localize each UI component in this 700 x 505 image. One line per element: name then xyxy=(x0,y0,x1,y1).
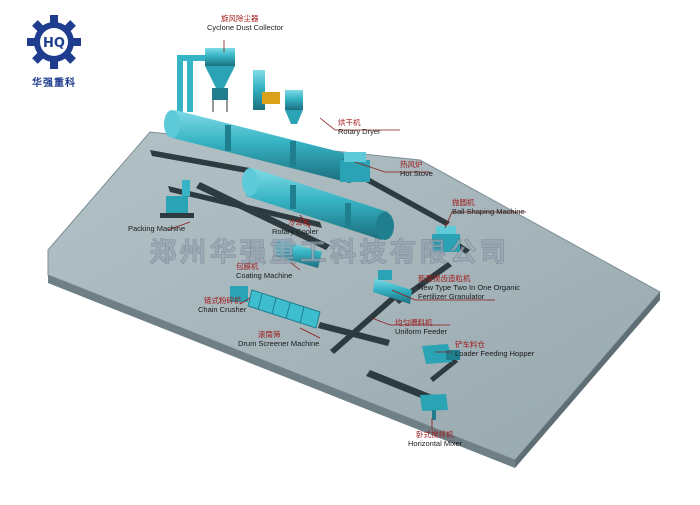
label-rotary-cooler: 冷却机 Rotary Cooler xyxy=(272,218,318,236)
label-cn: 烘干机 xyxy=(338,118,361,127)
ground-plane-side xyxy=(48,275,515,468)
logo-name: 华强重科 xyxy=(32,78,76,89)
label-en: Uniform Feeder xyxy=(395,327,448,336)
label-drum-screener: 滚筒筛 Drum Screener Machine xyxy=(238,330,319,348)
label-cn: 包膜机 xyxy=(236,262,259,271)
granulator xyxy=(373,270,412,304)
label-en: Rotary Dryer xyxy=(338,127,381,136)
label-cn: 滚筒筛 xyxy=(258,330,281,339)
label-cn: 均匀喂料机 xyxy=(395,318,433,327)
label-en-2: Fertilizer Granulator xyxy=(418,292,485,301)
label-cn: 新型搅齿造粒机 xyxy=(418,274,471,283)
label-cyclone: 旋风除尘器 Cyclone Dust Collector xyxy=(207,14,283,32)
conveyor-hopper xyxy=(430,358,458,382)
conveyor-dryer-out xyxy=(150,150,252,174)
label-en: Chain Crusher xyxy=(198,305,247,314)
cyclone-secondary xyxy=(285,90,303,124)
cyclone-dust-collector xyxy=(177,48,235,115)
label-cn: 热风炉 xyxy=(400,160,423,169)
fan-unit xyxy=(262,92,280,104)
label-packing: Packing Machine xyxy=(128,224,185,233)
drum-screener xyxy=(247,289,321,329)
ground-plane-side-right xyxy=(515,292,660,468)
label-rotary-dryer: 烘干机 Rotary Dryer xyxy=(338,118,381,136)
label-chain-crusher: 链式粉碎机 Chain Crusher xyxy=(198,296,246,314)
chain-crusher xyxy=(230,286,248,302)
label-coating: 包膜机 Coating Machine xyxy=(236,262,292,280)
label-uniform-feeder: 均匀喂料机 Uniform Feeder xyxy=(395,318,447,336)
conveyor-uniform xyxy=(330,290,402,354)
label-en: Loader Feeding Hopper xyxy=(455,349,535,358)
label-en: Horizontal Mixer xyxy=(408,439,463,448)
label-en: Drum Screener Machine xyxy=(238,339,320,348)
loader-hopper xyxy=(422,344,460,364)
label-horizontal-mixer: 卧式搅拌机 Horizontal Mixer xyxy=(408,430,462,448)
label-loader-hopper: 铲车料仓 Loader Feeding Hopper xyxy=(455,340,534,358)
label-en: Coating Machine xyxy=(236,271,293,280)
label-en: Cyclone Dust Collector xyxy=(207,23,284,32)
company-logo: HQ 华强重科 xyxy=(16,14,92,94)
label-granulator: 新型搅齿造粒机 New Type Two In One Organic Fert… xyxy=(418,274,520,301)
conveyor-cooler-feed xyxy=(366,178,450,226)
packing-machine xyxy=(160,180,194,218)
gear-icon: HQ xyxy=(27,15,81,69)
label-en: Ball Shaping Machine xyxy=(452,207,525,216)
logo-monogram: HQ xyxy=(43,36,65,51)
label-hot-stove: 热风炉 Hot Stove xyxy=(400,160,433,178)
leader-lines xyxy=(167,40,526,430)
coating-machine xyxy=(275,240,322,268)
horizontal-mixer xyxy=(420,394,448,420)
label-en: New Type Two In One Organic xyxy=(418,283,520,292)
ball-shaping-machine xyxy=(432,226,460,252)
label-cn: 旋风除尘器 xyxy=(221,14,259,23)
label-ball-shaping: 抛圆机 Ball Shaping Machine xyxy=(452,198,525,216)
label-en: Packing Machine xyxy=(128,224,186,233)
label-cn: 铲车料仓 xyxy=(455,340,485,349)
hot-stove xyxy=(340,152,370,182)
label-en: Rotary Cooler xyxy=(272,227,319,236)
company-watermark: 郑州华强重工科技有限公司 xyxy=(150,238,511,269)
conveyor-packing xyxy=(196,182,330,250)
label-cn: 抛圆机 xyxy=(452,198,475,207)
rotary-cooler xyxy=(242,168,394,240)
label-en: Hot Stove xyxy=(400,169,433,178)
label-cn: 冷却机 xyxy=(288,218,311,227)
label-cn: 链式粉碎机 xyxy=(204,296,242,305)
conveyor-screener xyxy=(318,322,390,346)
label-cn: 卧式搅拌机 xyxy=(416,430,454,439)
